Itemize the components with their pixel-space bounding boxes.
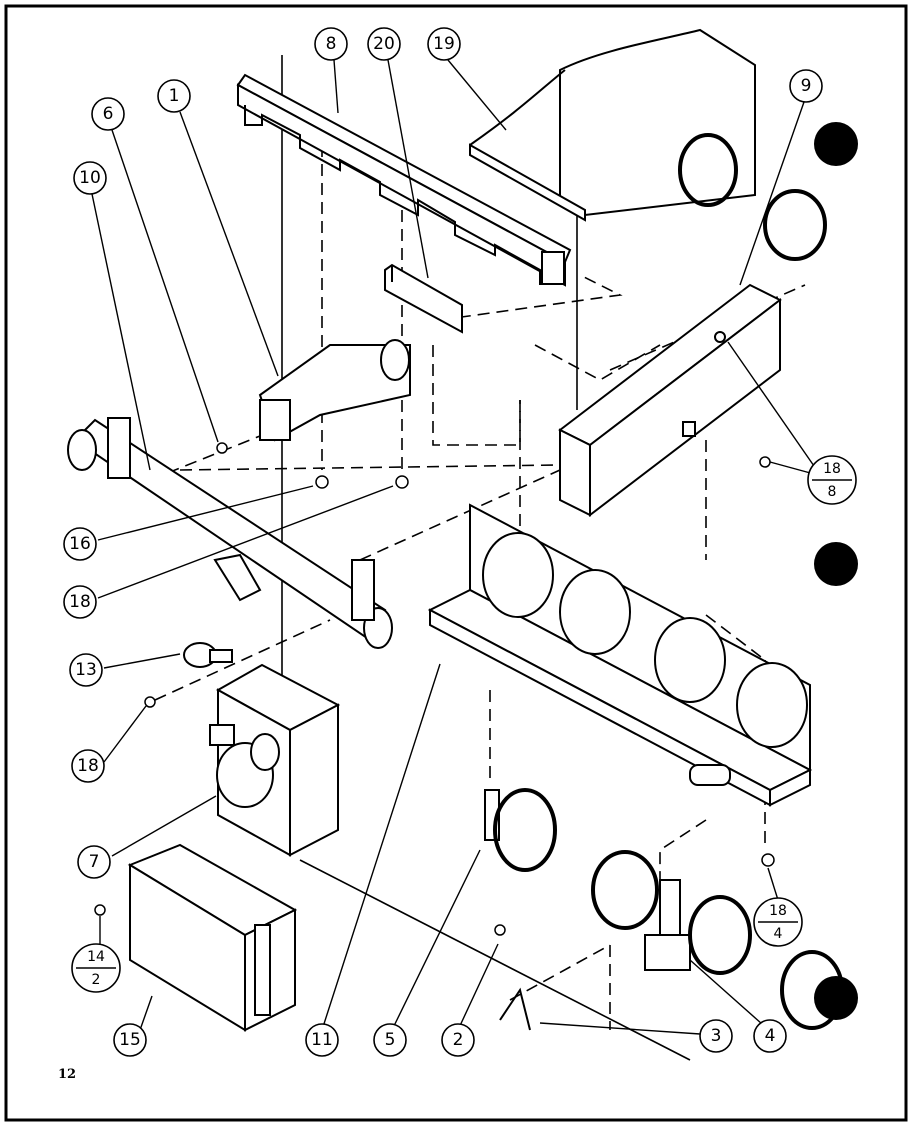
svg-text:14: 14 — [87, 949, 105, 965]
svg-text:8: 8 — [828, 484, 837, 500]
connector-dot-top — [814, 122, 858, 166]
svg-text:11: 11 — [311, 1030, 333, 1050]
fraction-callout-18-8: 18 8 — [807, 455, 857, 505]
callout-11: 11 — [305, 1023, 339, 1057]
callout-18-b: 18 — [71, 749, 105, 783]
fraction-callout-14-2: 14 2 — [71, 943, 121, 993]
part-3-bracket — [499, 987, 531, 1031]
svg-text:3: 3 — [711, 1026, 722, 1046]
callout-9: 9 — [789, 69, 823, 103]
callout-2: 2 — [441, 1023, 475, 1057]
part-7-gas-valve — [209, 663, 341, 857]
page-number: 12 — [58, 1067, 76, 1082]
svg-text:2: 2 — [92, 972, 101, 988]
svg-text:2: 2 — [453, 1030, 464, 1050]
callouts: 8 20 19 9 1 6 10 16 18 13 18 7 15 11 5 2… — [63, 27, 823, 1057]
svg-text:8: 8 — [326, 34, 337, 54]
part-8-channel — [236, 73, 572, 287]
callout-13: 13 — [69, 653, 103, 687]
part-15-control-box — [127, 843, 298, 1032]
screws — [94, 442, 775, 936]
page-border — [4, 4, 908, 1122]
part-13-clamp — [183, 642, 233, 668]
callout-10: 10 — [73, 161, 107, 195]
svg-text:18: 18 — [823, 461, 841, 477]
svg-text:19: 19 — [433, 34, 455, 54]
svg-text:6: 6 — [103, 104, 114, 124]
callout-8: 8 — [314, 27, 348, 61]
callout-20: 20 — [367, 27, 401, 61]
svg-text:10: 10 — [79, 168, 101, 188]
part-20-bracket — [384, 263, 463, 334]
part-9-panel — [558, 283, 782, 518]
part-4-igniter — [591, 850, 844, 1030]
callout-18-a: 18 — [63, 585, 97, 619]
leader-lines — [91, 59, 815, 1035]
part-19-cover — [469, 28, 827, 261]
svg-text:5: 5 — [385, 1030, 396, 1050]
part-11-blower-deck — [427, 503, 813, 807]
svg-text:16: 16 — [69, 534, 91, 554]
callout-1: 1 — [157, 79, 191, 113]
svg-text:18: 18 — [69, 592, 91, 612]
callout-6: 6 — [91, 97, 125, 131]
connector-dot-bottom — [814, 976, 858, 1020]
svg-text:13: 13 — [75, 660, 97, 680]
part-1-burner — [258, 339, 411, 442]
callout-4: 4 — [753, 1019, 787, 1053]
svg-text:1: 1 — [169, 86, 180, 106]
svg-text:15: 15 — [119, 1030, 141, 1050]
callout-19: 19 — [427, 27, 461, 61]
callout-16: 16 — [63, 527, 97, 561]
svg-text:7: 7 — [89, 852, 100, 872]
part-10-manifold — [67, 417, 393, 649]
fraction-callout-18-4: 18 4 — [753, 897, 803, 947]
svg-text:4: 4 — [765, 1026, 776, 1046]
part-5-flame-sensor — [484, 788, 557, 872]
svg-text:18: 18 — [77, 756, 99, 776]
callout-3: 3 — [699, 1019, 733, 1053]
svg-text:4: 4 — [774, 926, 783, 942]
svg-text:18: 18 — [769, 903, 787, 919]
callout-5: 5 — [373, 1023, 407, 1057]
svg-text:9: 9 — [801, 76, 812, 96]
svg-text:20: 20 — [373, 34, 395, 54]
callout-15: 15 — [113, 1023, 147, 1057]
callout-7: 7 — [77, 845, 111, 879]
connector-dot-mid — [814, 542, 858, 586]
